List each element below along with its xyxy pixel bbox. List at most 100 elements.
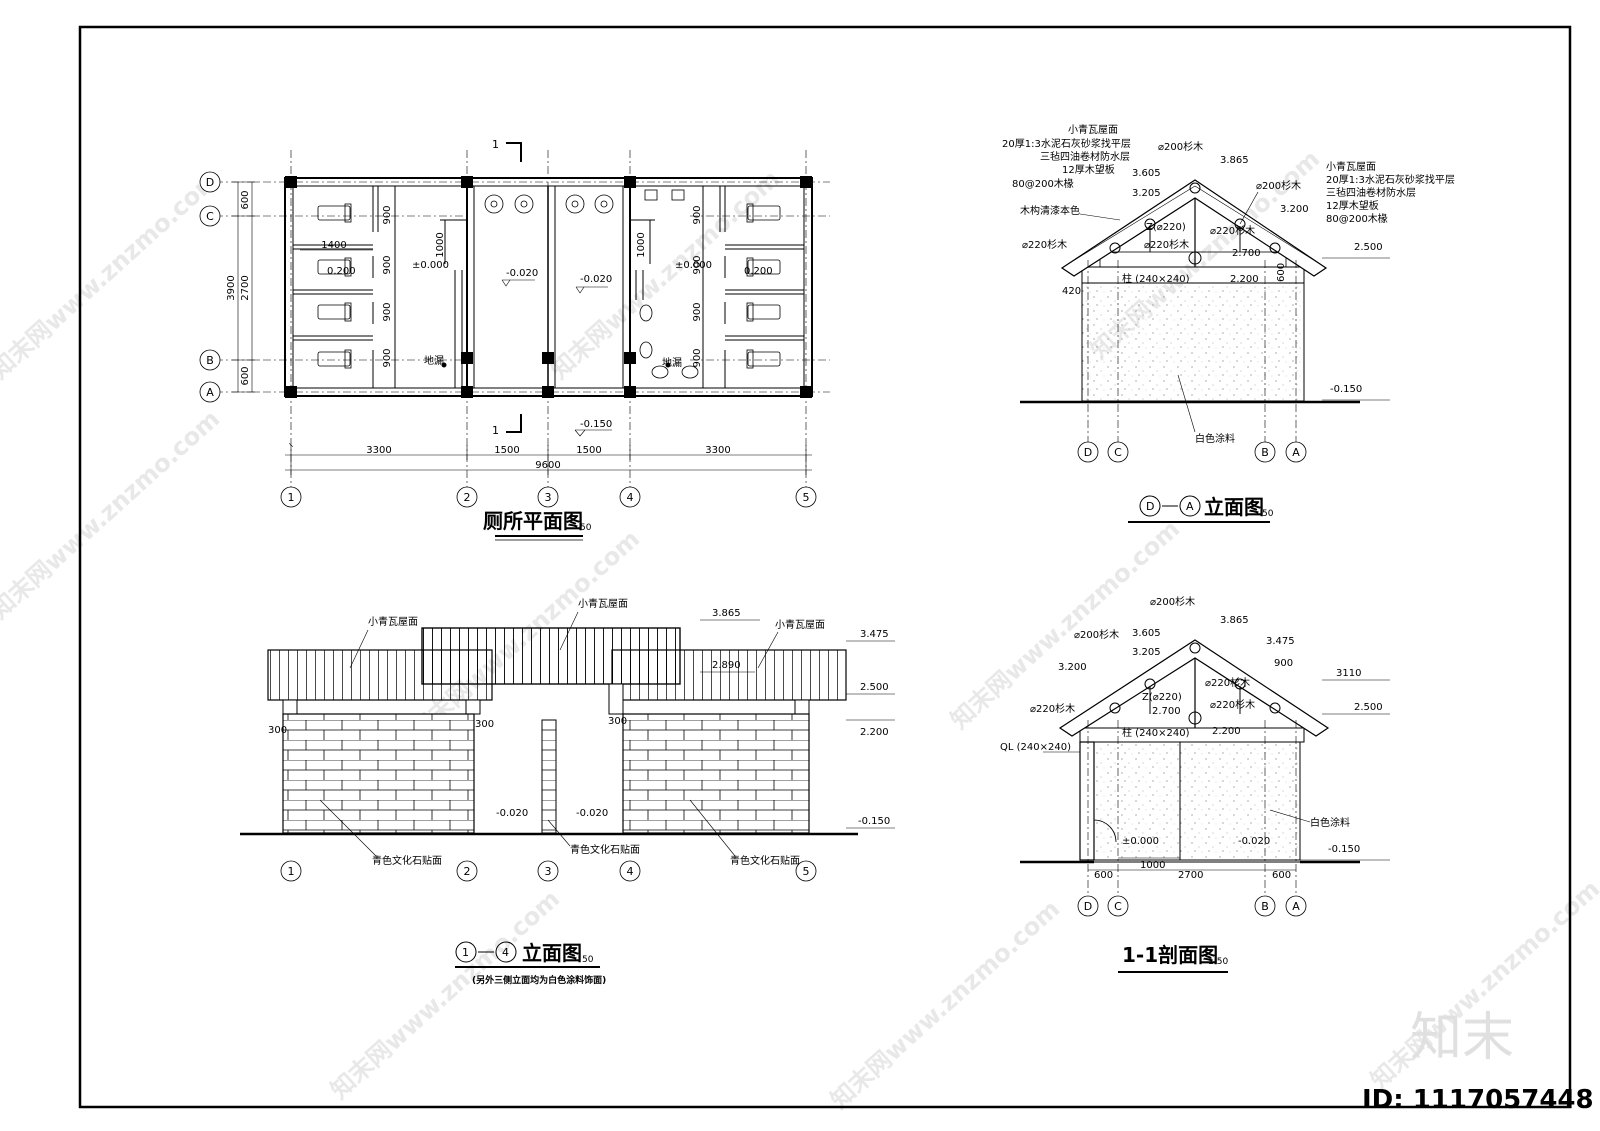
elevation-label: -0.020 xyxy=(506,268,538,279)
elevation-label: 3.205 xyxy=(1132,647,1161,658)
e14-title-text: 立面图 xyxy=(522,941,582,965)
elevation-label: -0.150 xyxy=(858,816,890,827)
elevation-label: 3.865 xyxy=(1220,155,1249,166)
title-axis: A xyxy=(1186,500,1194,513)
e14-note: (另外三侧立面均为白色涂料饰面) xyxy=(472,974,606,986)
grid-label: C xyxy=(1114,446,1122,459)
drawing-id: ID: 1117057448 xyxy=(1362,1085,1594,1115)
elevation-label: 2.890 xyxy=(712,660,741,671)
member-label: ⌀200杉木 xyxy=(1256,179,1301,192)
stone-label: 青色文化石贴面 xyxy=(570,843,640,856)
member-label: ⌀220杉木 xyxy=(1144,238,1189,251)
note-line: 12厚木望板 xyxy=(1062,163,1115,176)
grid-label: B xyxy=(206,354,214,367)
dim-text: 3900 xyxy=(226,275,237,300)
grid-label: A xyxy=(1292,900,1300,913)
elevation-label: 3.475 xyxy=(860,629,889,640)
grid-label: 4 xyxy=(627,865,634,878)
sec-axis-bubbles xyxy=(1077,895,1307,917)
note-line: 80@200木椽 xyxy=(1326,212,1388,225)
sec-title: 1-1剖面图 1:50 xyxy=(1118,943,1228,973)
member-label: 柱 (240×240) xyxy=(1122,726,1190,739)
member-label: 白色涂料 xyxy=(1310,816,1350,829)
grid-label: 4 xyxy=(627,491,634,504)
plan-title-scale: 50 xyxy=(580,523,592,533)
dim-text: 900 xyxy=(382,348,393,367)
grid-label: B xyxy=(1261,900,1269,913)
grid-label: A xyxy=(206,386,214,399)
elevation-label: 0.200 xyxy=(744,266,773,277)
plan-dimensions xyxy=(232,181,812,475)
dim-text: 300 xyxy=(475,719,494,730)
stone-label: 青色文化石贴面 xyxy=(372,854,442,867)
member-label: QL (240×240) xyxy=(1000,742,1071,753)
grid-label: A xyxy=(1292,446,1300,459)
da-title-scale: 50 xyxy=(1262,509,1274,519)
grid-label: D xyxy=(206,176,214,189)
grid-label: C xyxy=(206,210,214,223)
dim-text: 600 xyxy=(240,366,251,385)
section-mark-label: 1 xyxy=(492,138,499,151)
plan-axis-bubbles xyxy=(199,171,817,508)
elevation-label: -0.020 xyxy=(576,808,608,819)
watermark-text: 知末网www.znzmo.com xyxy=(0,405,225,625)
section-marker xyxy=(506,142,522,433)
grid-label: 2 xyxy=(464,491,471,504)
elevation-1-4 xyxy=(240,627,858,836)
member-label: ⌀220杉木 xyxy=(1210,698,1255,711)
note-line: 三毡四油卷材防水层 xyxy=(1326,186,1416,199)
sec-title-scale: 1:50 xyxy=(1208,957,1228,967)
grid-label: C xyxy=(1114,900,1122,913)
plan-title: 厕所平面图 50 xyxy=(483,509,592,541)
dim-text: 600 xyxy=(240,190,251,209)
grid-label: 5 xyxy=(803,865,810,878)
elevation-label: -0.150 xyxy=(580,419,612,430)
elevation-label: 3.200 xyxy=(1280,204,1309,215)
roof-label: 小青瓦屋面 xyxy=(368,615,418,628)
elevation-label: 3.605 xyxy=(1132,168,1161,179)
grid-label: D xyxy=(1084,900,1092,913)
elevation-label: 3.605 xyxy=(1132,628,1161,639)
dim-text: 9600 xyxy=(535,460,560,471)
elevation-label: -0.150 xyxy=(1330,384,1362,395)
dim-text: 900 xyxy=(382,205,393,224)
elevation-label: 3110 xyxy=(1336,668,1361,679)
dim-text: 1500 xyxy=(576,445,601,456)
drawing-frame xyxy=(78,25,1572,1109)
dim-text: 300 xyxy=(268,725,287,736)
elevation-label: 2.500 xyxy=(860,682,889,693)
grid-label: 2 xyxy=(464,865,471,878)
drain-label: 地漏 xyxy=(424,354,444,367)
elevation-label: -0.020 xyxy=(1238,836,1270,847)
sec-title-text: 1-1剖面图 xyxy=(1122,943,1218,967)
grid-label: 3 xyxy=(545,491,552,504)
grid-label: 1 xyxy=(288,491,295,504)
note-line: 小青瓦屋面 xyxy=(1068,123,1118,136)
member-label: ⌀220杉木 xyxy=(1210,224,1255,237)
plan-level-symbols xyxy=(501,279,612,437)
member-label: ⌀200杉木 xyxy=(1150,595,1195,608)
title-axis: 4 xyxy=(502,946,509,959)
dim-text: 1400 xyxy=(321,240,346,251)
member-label: ⌀200杉木 xyxy=(1074,628,1119,641)
watermark-text: 知末网www.znzmo.com xyxy=(0,165,225,385)
elevation-label: 2.700 xyxy=(1232,248,1261,259)
dim-text: 2700 xyxy=(240,275,251,300)
dim-text: 900 xyxy=(692,205,703,224)
elevation-label: ±0.000 xyxy=(675,260,712,271)
dim-text: 420 xyxy=(1062,286,1081,297)
elevation-label: 2.200 xyxy=(1212,726,1241,737)
elevation-d-a xyxy=(1020,179,1360,450)
grid-label: 5 xyxy=(803,491,810,504)
grid-label: 3 xyxy=(545,865,552,878)
plan-title-text: 厕所平面图 xyxy=(483,509,583,533)
elevation-label: -0.020 xyxy=(580,274,612,285)
member-label: ⌀200杉木 xyxy=(1158,140,1203,153)
note-line: 12厚木望板 xyxy=(1326,199,1379,212)
elevation-label: -0.150 xyxy=(1328,844,1360,855)
member-label: ⌀220杉木 xyxy=(1205,676,1250,689)
elevation-label: 2.200 xyxy=(860,727,889,738)
stone-label: 青色文化石贴面 xyxy=(730,854,800,867)
sec-leaders xyxy=(1043,679,1390,861)
